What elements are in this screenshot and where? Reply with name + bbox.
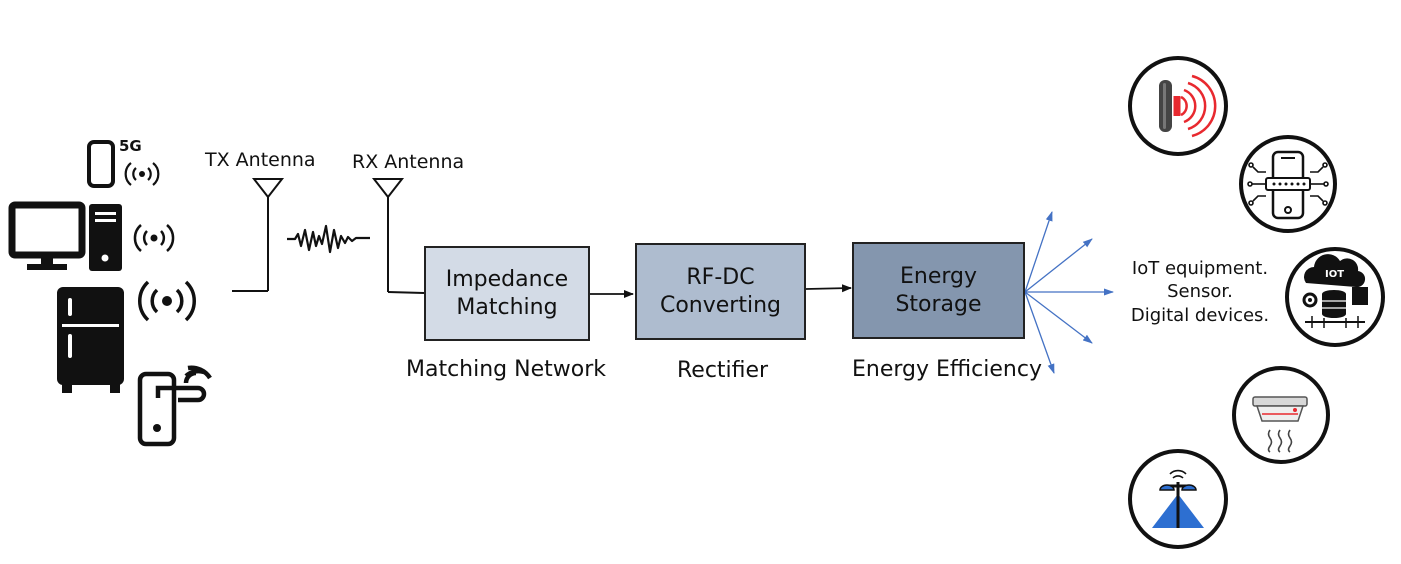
tx-antenna-label: TX Antenna: [205, 149, 316, 171]
energy-efficiency-caption: Energy Efficiency: [852, 357, 1042, 382]
wave-signal: [287, 224, 370, 254]
wifi-signal-icon: [124, 162, 160, 186]
rx-antenna: [371, 178, 425, 294]
block-line: RF-DC: [686, 265, 755, 290]
output-arrow: [1024, 238, 1093, 293]
smart-door-lock-icon: [137, 365, 212, 447]
output-arrow: [1024, 291, 1093, 344]
5g-badge: 5G: [119, 137, 142, 155]
rfid-tag-icon: [1128, 56, 1228, 156]
block-line: Matching: [456, 294, 558, 320]
rectifier-caption: Rectifier: [677, 358, 769, 383]
desktop-computer-icon: [8, 201, 122, 271]
arrow-rectifier-to-storage: [805, 284, 852, 293]
iot-cloud-icon: IOT: [1285, 247, 1385, 347]
output-arrows: [1024, 211, 1114, 374]
block-line: Converting: [659, 292, 781, 318]
smoke-detector-icon: [1232, 366, 1330, 464]
output-arrow: [1024, 211, 1053, 293]
mobile-circuit-icon: [1239, 135, 1337, 233]
refrigerator-icon: [57, 287, 124, 393]
wifi-signal-icon: [138, 280, 196, 322]
iot-line: Digital devices.: [1130, 304, 1270, 326]
iot-line: IoT equipment.: [1131, 258, 1269, 279]
output-arrow: [1024, 291, 1055, 374]
tx-antenna: [232, 178, 285, 292]
matching-network-caption: Matching Network: [406, 357, 606, 382]
block-line: Storage: [895, 291, 982, 317]
rx-antenna-label: RX Antenna: [352, 151, 465, 173]
phone-icon: 5G: [87, 137, 142, 188]
iot-description: IoT equipment. Sensor. Digital devices.: [1120, 257, 1280, 327]
block-line: Energy: [899, 264, 977, 289]
iot-badge: IOT: [1325, 269, 1344, 280]
block-line: Impedance: [445, 267, 569, 292]
iot-line: Sensor.: [1167, 281, 1233, 303]
wifi-signal-icon: [133, 224, 175, 252]
smart-streetlight-icon: [1128, 449, 1228, 549]
